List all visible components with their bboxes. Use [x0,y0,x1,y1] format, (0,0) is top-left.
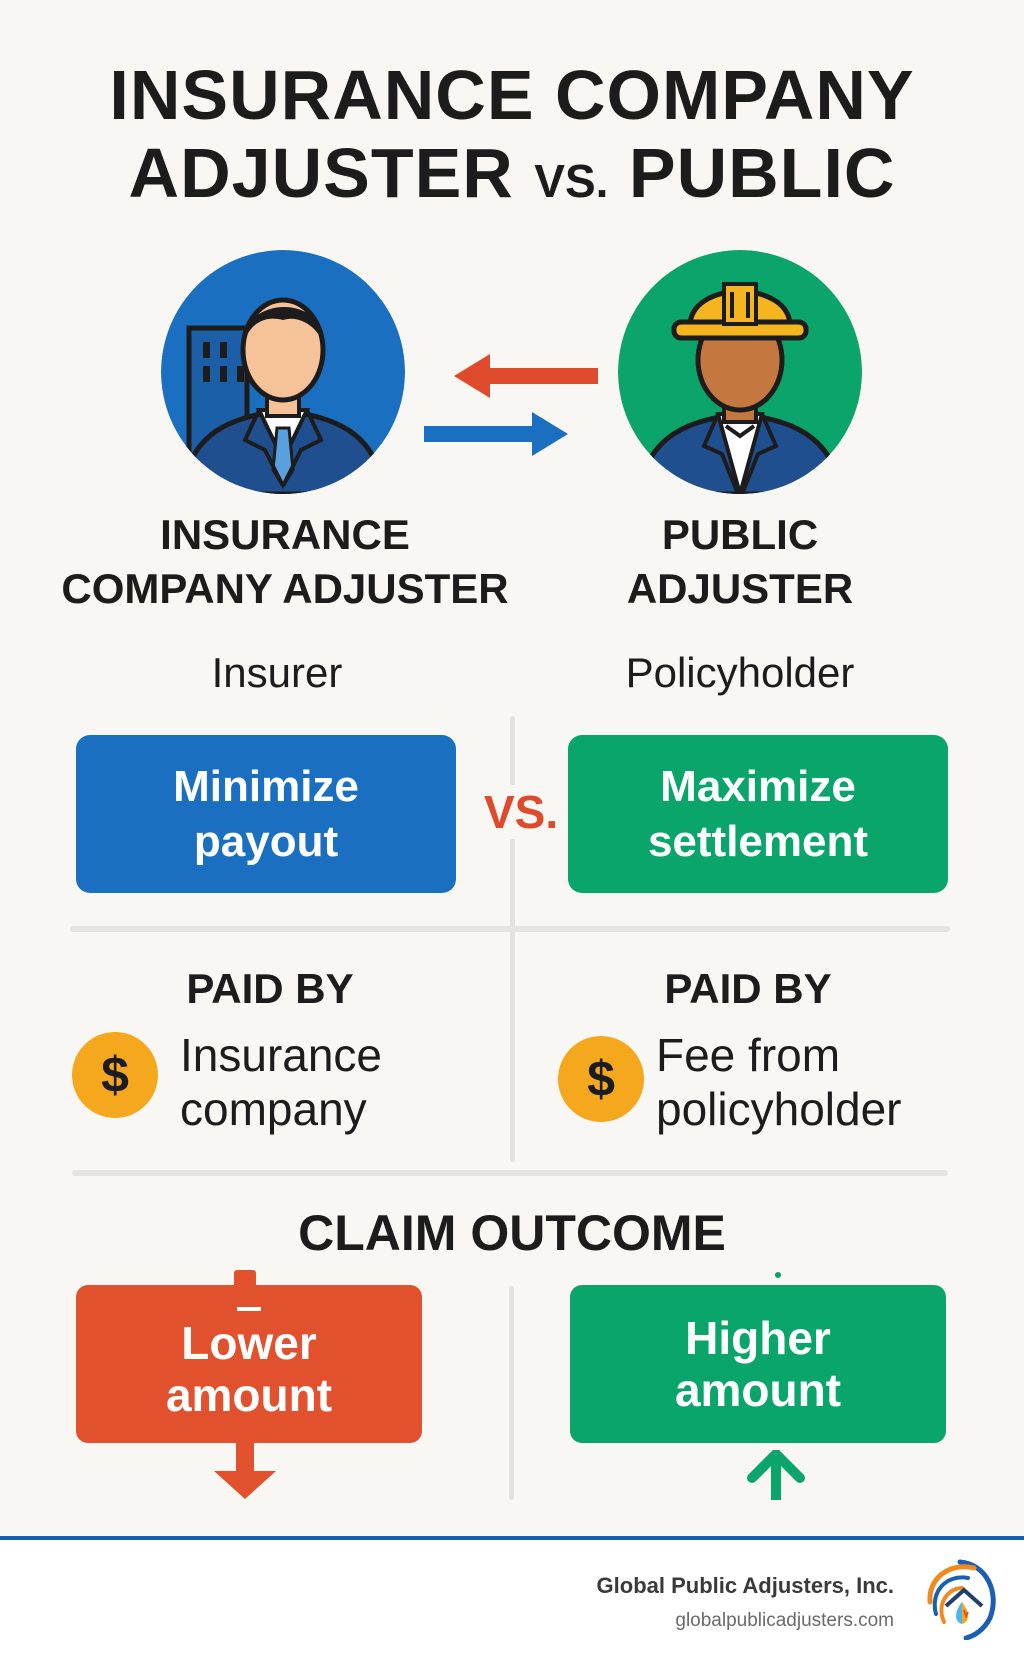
public-adjuster-heading: PUBLIC ADJUSTER [626,511,854,612]
claim-outcome-title: CLAIM OUTCOME [298,1205,726,1261]
left-arrow-icon [454,354,598,398]
dollar-coin-icon: $ [558,1036,644,1122]
company-name: Global Public Adjusters, Inc. [596,1573,894,1598]
minimize-payout-box: Minimize payout [76,735,456,893]
title-vs: VS. [534,155,609,207]
dollar-coin-icon: $ [72,1032,158,1118]
right-paid-by-value: Fee from policyholder [656,1029,902,1135]
company-url[interactable]: globalpublicadjusters.com [675,1610,894,1631]
public-adjuster-avatar [618,250,862,494]
up-arrow-icon [747,1450,805,1500]
policyholder-label: Policyholder [625,649,855,696]
section-divider [72,1170,948,1176]
column-divider [509,1286,514,1500]
page-title: INSURANCE COMPANY ADJUSTER VS. PUBLIC [0,56,1024,220]
hardhat-adjuster-icon [618,250,862,494]
footer-divider [0,1536,1024,1540]
insurer-label: Insurer [211,649,343,696]
right-arrow-icon [424,412,568,456]
title-line-1: INSURANCE COMPANY [109,56,915,134]
down-arrow-icon [214,1443,276,1499]
dot-icon [775,1272,781,1278]
lower-amount-box: Lower amount [76,1285,422,1443]
section-divider [70,926,950,932]
title-line-2: ADJUSTER VS. PUBLIC [128,134,896,212]
higher-amount-box: Higher amount [570,1285,946,1443]
minus-icon [237,1307,261,1311]
column-divider [510,716,515,1162]
insurance-adjuster-avatar [161,250,405,494]
right-paid-by-title: PAID BY [664,965,832,1012]
exchange-arrows [424,352,600,456]
insurance-adjuster-heading: INSURANCE COMPANY ADJUSTER [61,511,509,612]
company-logo-icon [927,1559,996,1640]
vs-label: VS. [484,785,559,839]
office-adjuster-icon [161,250,405,494]
maximize-settlement-box: Maximize settlement [568,735,948,893]
left-paid-by-title: PAID BY [186,965,354,1012]
footer [0,1540,1024,1666]
left-paid-by-value: Insurance company [180,1029,383,1135]
